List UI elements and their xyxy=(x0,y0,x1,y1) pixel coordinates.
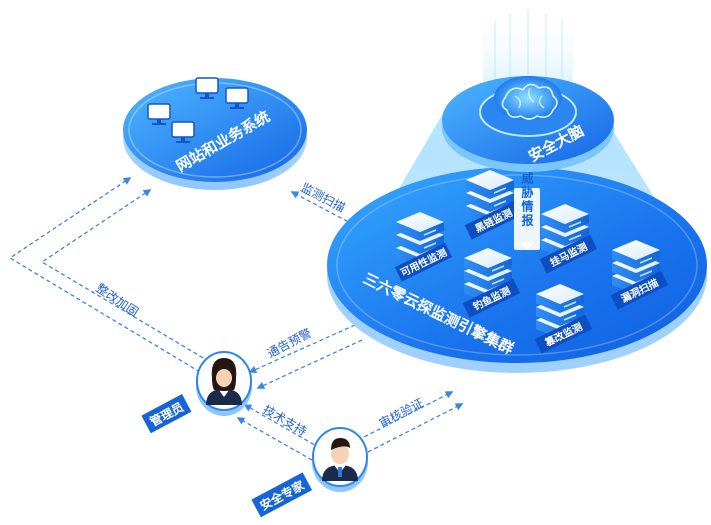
admin-avatar-icon xyxy=(206,358,242,405)
alert-line-1 xyxy=(248,324,356,374)
server-trojan: 挂马监测 xyxy=(539,204,598,274)
business-system-node: 网站和业务系统 xyxy=(123,77,307,190)
admin-tag: 管理员 xyxy=(141,394,192,434)
review-label: 审核验证 xyxy=(376,395,425,431)
review-line-1 xyxy=(357,391,454,441)
threat-intel-label: 威胁情报 xyxy=(520,171,534,228)
monitor-scan-label: 监测扫描 xyxy=(299,180,348,215)
rectify-label: 整改加固 xyxy=(93,280,141,319)
rectify-line-inner xyxy=(40,189,216,366)
server-blacklink: 黑链监测 xyxy=(464,170,523,240)
monitor-icon xyxy=(147,103,171,125)
rectify-line-outer xyxy=(8,177,201,373)
security-brain-node: 安全大脑 xyxy=(442,10,614,172)
server-availability: 可用性监测 xyxy=(394,212,453,282)
tech-support-line-2 xyxy=(236,417,313,461)
monitor-scan-line xyxy=(290,191,361,229)
connection-lines xyxy=(8,177,464,461)
alert-line-2 xyxy=(256,339,363,389)
monitor-icon xyxy=(225,87,249,109)
review-line-2 xyxy=(367,403,464,453)
expert-avatar-icon xyxy=(322,438,358,481)
expert-node: 安全专家 xyxy=(251,427,368,518)
expert-tag: 安全专家 xyxy=(251,472,313,518)
admin-node: 管理员 xyxy=(141,351,252,434)
monitor-icon xyxy=(195,77,219,99)
alert-label: 通告预警 xyxy=(264,325,313,361)
tech-support-line-1 xyxy=(243,404,321,449)
brain-icon xyxy=(494,76,562,120)
threat-intel-arrow xyxy=(514,188,540,250)
monitor-icon xyxy=(171,121,195,143)
tech-support-label: 技术支持 xyxy=(261,402,310,439)
